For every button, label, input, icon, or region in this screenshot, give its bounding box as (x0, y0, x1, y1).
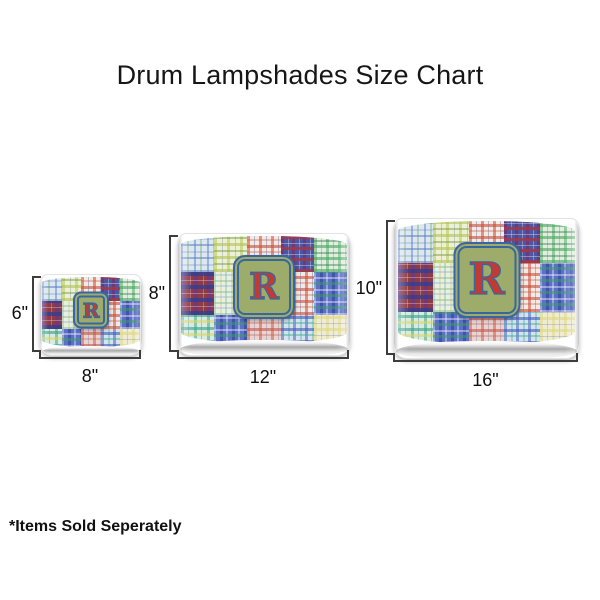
plaid-patch (397, 262, 434, 313)
drum-bottom-rim (41, 345, 141, 355)
monogram-badge: R (453, 242, 520, 319)
plaid-patch (280, 315, 314, 343)
plaid-patch (100, 328, 121, 347)
plaid-patch (120, 328, 140, 347)
plaid-patch (539, 262, 576, 313)
height-label-medium: 8" (148, 283, 165, 303)
plaid-patch (433, 221, 469, 263)
plaid-patch (120, 277, 140, 301)
height-label-small: 6" (11, 303, 28, 323)
plaid-patch (397, 221, 434, 263)
plaid-patch (539, 221, 576, 263)
plaid-patch (247, 315, 281, 343)
plaid-patch (120, 300, 140, 329)
lampshade-large: R (393, 218, 580, 359)
page-title: Drum Lampshades Size Chart (116, 60, 484, 90)
height-label-large: 10" (355, 278, 382, 298)
plaid-patch (181, 315, 215, 343)
plaid-patch (313, 236, 347, 273)
lampshade-small: R (39, 274, 143, 356)
plaid-patch (42, 277, 62, 301)
plaid-patch (313, 315, 347, 343)
width-label-large: 16" (472, 370, 499, 390)
plaid-patch (61, 328, 82, 347)
monogram-letter: R (82, 298, 100, 323)
plaid-patch (214, 315, 248, 343)
width-label-medium: 12" (249, 367, 277, 387)
footnote: *Items Sold Seperately (9, 518, 182, 535)
plaid-patch (313, 272, 347, 316)
plaid-patch (81, 328, 101, 347)
plaid-patch (181, 272, 215, 316)
monogram-letter: R (248, 266, 279, 309)
lampshade-medium: R (177, 233, 351, 356)
madras-fabric (181, 236, 347, 343)
monogram-badge: R (233, 255, 295, 320)
width-dimension-line-medium (177, 350, 349, 359)
plaid-patch (539, 312, 576, 345)
width-label-small: 8" (81, 366, 99, 386)
drum-bottom-rim (179, 340, 349, 355)
plaid-patch (397, 312, 434, 345)
width-dimension-line-small (39, 350, 141, 359)
drum-bottom-rim (395, 340, 578, 358)
height-dimension-line-medium (169, 235, 178, 352)
width-dimension-line-large (393, 353, 578, 362)
monogram-letter: R (468, 254, 506, 306)
plaid-patch (42, 300, 62, 329)
plaid-patch (181, 236, 215, 273)
height-dimension-line-large (386, 220, 395, 355)
height-dimension-line-small (32, 276, 41, 352)
monogram-badge: R (73, 291, 109, 329)
plaid-patch (42, 328, 62, 347)
